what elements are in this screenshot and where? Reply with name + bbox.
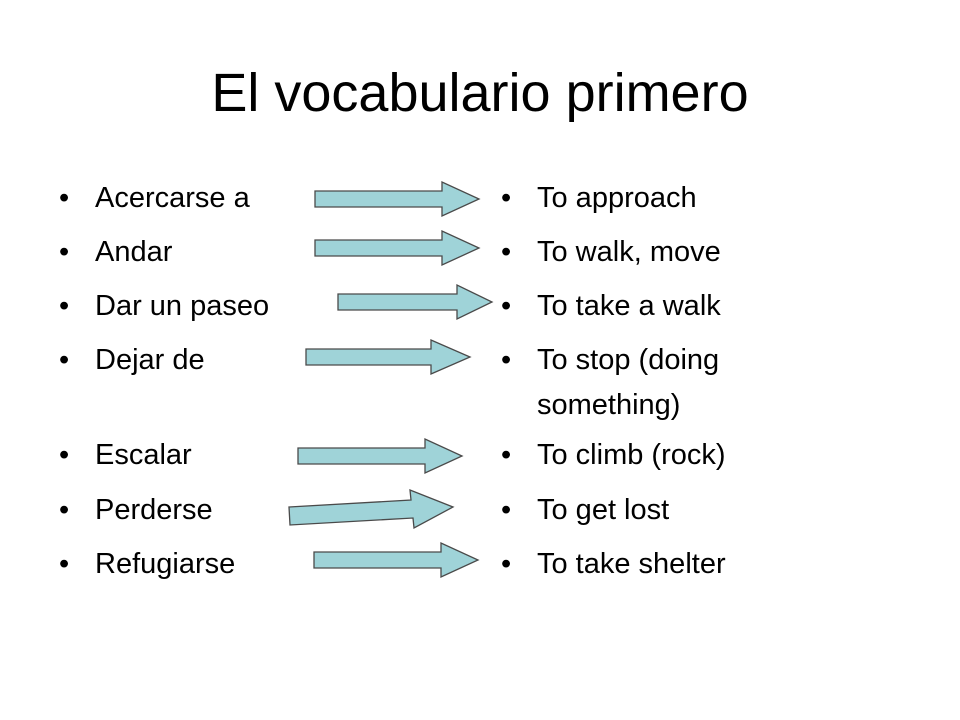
right-arrow-icon: [314, 229, 481, 267]
bullet: •: [501, 182, 512, 214]
right-arrow-icon: [305, 339, 472, 375]
english-term: To stop (doing: [537, 344, 720, 376]
english-term: To take a walk: [537, 290, 721, 322]
spanish-term: Escalar: [95, 439, 192, 471]
bullet: •: [59, 494, 70, 526]
spanish-term: Perderse: [95, 494, 213, 526]
spanish-term: Dejar de: [95, 344, 205, 376]
bullet: •: [59, 182, 70, 214]
spanish-term: Refugiarse: [95, 548, 236, 580]
english-term: To walk, move: [537, 236, 721, 268]
bullet: •: [501, 290, 512, 322]
bullet: •: [501, 548, 512, 580]
bullet: •: [59, 344, 70, 376]
right-arrow-icon: [337, 283, 494, 321]
spanish-term: Andar: [95, 236, 173, 268]
english-term: To get lost: [537, 494, 670, 526]
list-item: • Refugiarse: [59, 547, 236, 581]
bullet: •: [59, 290, 70, 322]
english-term: To approach: [537, 182, 697, 214]
list-item: • To climb (rock): [501, 438, 726, 472]
list-item: • Escalar: [59, 438, 192, 472]
bullet: •: [501, 344, 512, 376]
spanish-term: Acercarse a: [95, 182, 250, 214]
bullet: •: [59, 548, 70, 580]
bullet: •: [501, 439, 512, 471]
list-item-continuation: something): [537, 388, 680, 422]
list-item: • Dejar de: [59, 343, 205, 377]
list-item: • Dar un paseo: [59, 289, 270, 323]
right-arrow-icon: [313, 541, 480, 579]
list-item: • To stop (doing: [501, 343, 720, 377]
right-arrow-icon: [288, 489, 455, 530]
bullet: •: [501, 494, 512, 526]
list-item: • To take a walk: [501, 289, 721, 323]
list-item: • Acercarse a: [59, 181, 250, 215]
slide-title: El vocabulario primero: [211, 63, 749, 123]
bullet: •: [59, 236, 70, 268]
list-item: • To take shelter: [501, 547, 726, 581]
list-item: • To walk, move: [501, 235, 721, 269]
english-term: To climb (rock): [537, 439, 726, 471]
right-arrow-icon: [314, 180, 481, 218]
right-arrow-icon: [297, 437, 464, 475]
spanish-term: Dar un paseo: [95, 290, 270, 322]
english-term: something): [537, 389, 681, 421]
bullet: •: [59, 439, 70, 471]
list-item: • To get lost: [501, 493, 670, 527]
list-item: • Perderse: [59, 493, 213, 527]
english-term: To take shelter: [537, 548, 726, 580]
list-item: • To approach: [501, 181, 697, 215]
bullet: •: [501, 236, 512, 268]
list-item: • Andar: [59, 235, 173, 269]
